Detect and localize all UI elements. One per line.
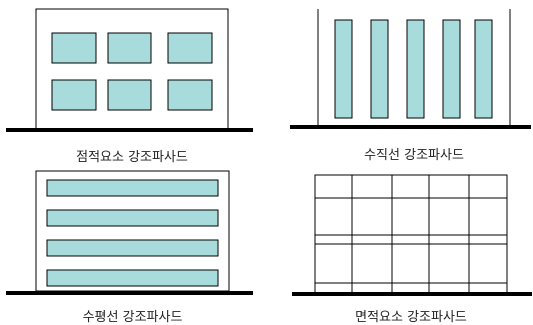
horizontal-strip — [46, 239, 219, 257]
building-outline — [314, 174, 508, 294]
horizontal-strip — [46, 179, 219, 197]
panel-vertical-facade — [290, 9, 531, 129]
panel-area-facade — [292, 174, 532, 296]
caption-point-facade: 점적요소 강조파사드 — [76, 150, 188, 165]
vertical-strips — [334, 19, 493, 119]
ground-line — [6, 291, 253, 295]
horizontal-strip — [46, 209, 219, 227]
window — [107, 79, 152, 111]
panel-point-facade — [6, 8, 253, 132]
horizontal-strips — [46, 179, 219, 287]
vertical-strip — [370, 19, 389, 119]
caption-vertical-facade: 수직선 강조파사드 — [364, 148, 464, 163]
caption-area-facade: 면적요소 강조파사드 — [355, 310, 467, 325]
window — [51, 79, 97, 111]
ground-line — [290, 125, 531, 129]
window-grid — [51, 32, 213, 111]
window — [107, 32, 152, 64]
caption-horizontal-facade: 수평선 강조파사드 — [82, 310, 183, 325]
panel-horizontal-facade — [6, 170, 253, 295]
window — [167, 79, 213, 111]
vertical-strip — [334, 19, 353, 119]
horizontal-strip — [46, 269, 219, 287]
building-outline — [35, 8, 229, 130]
vertical-strip — [474, 19, 493, 119]
window — [167, 32, 213, 64]
window — [51, 32, 97, 64]
ground-line — [6, 128, 253, 132]
vertical-strip — [406, 19, 425, 119]
vertical-strip — [442, 19, 461, 119]
ground-line — [292, 292, 532, 296]
